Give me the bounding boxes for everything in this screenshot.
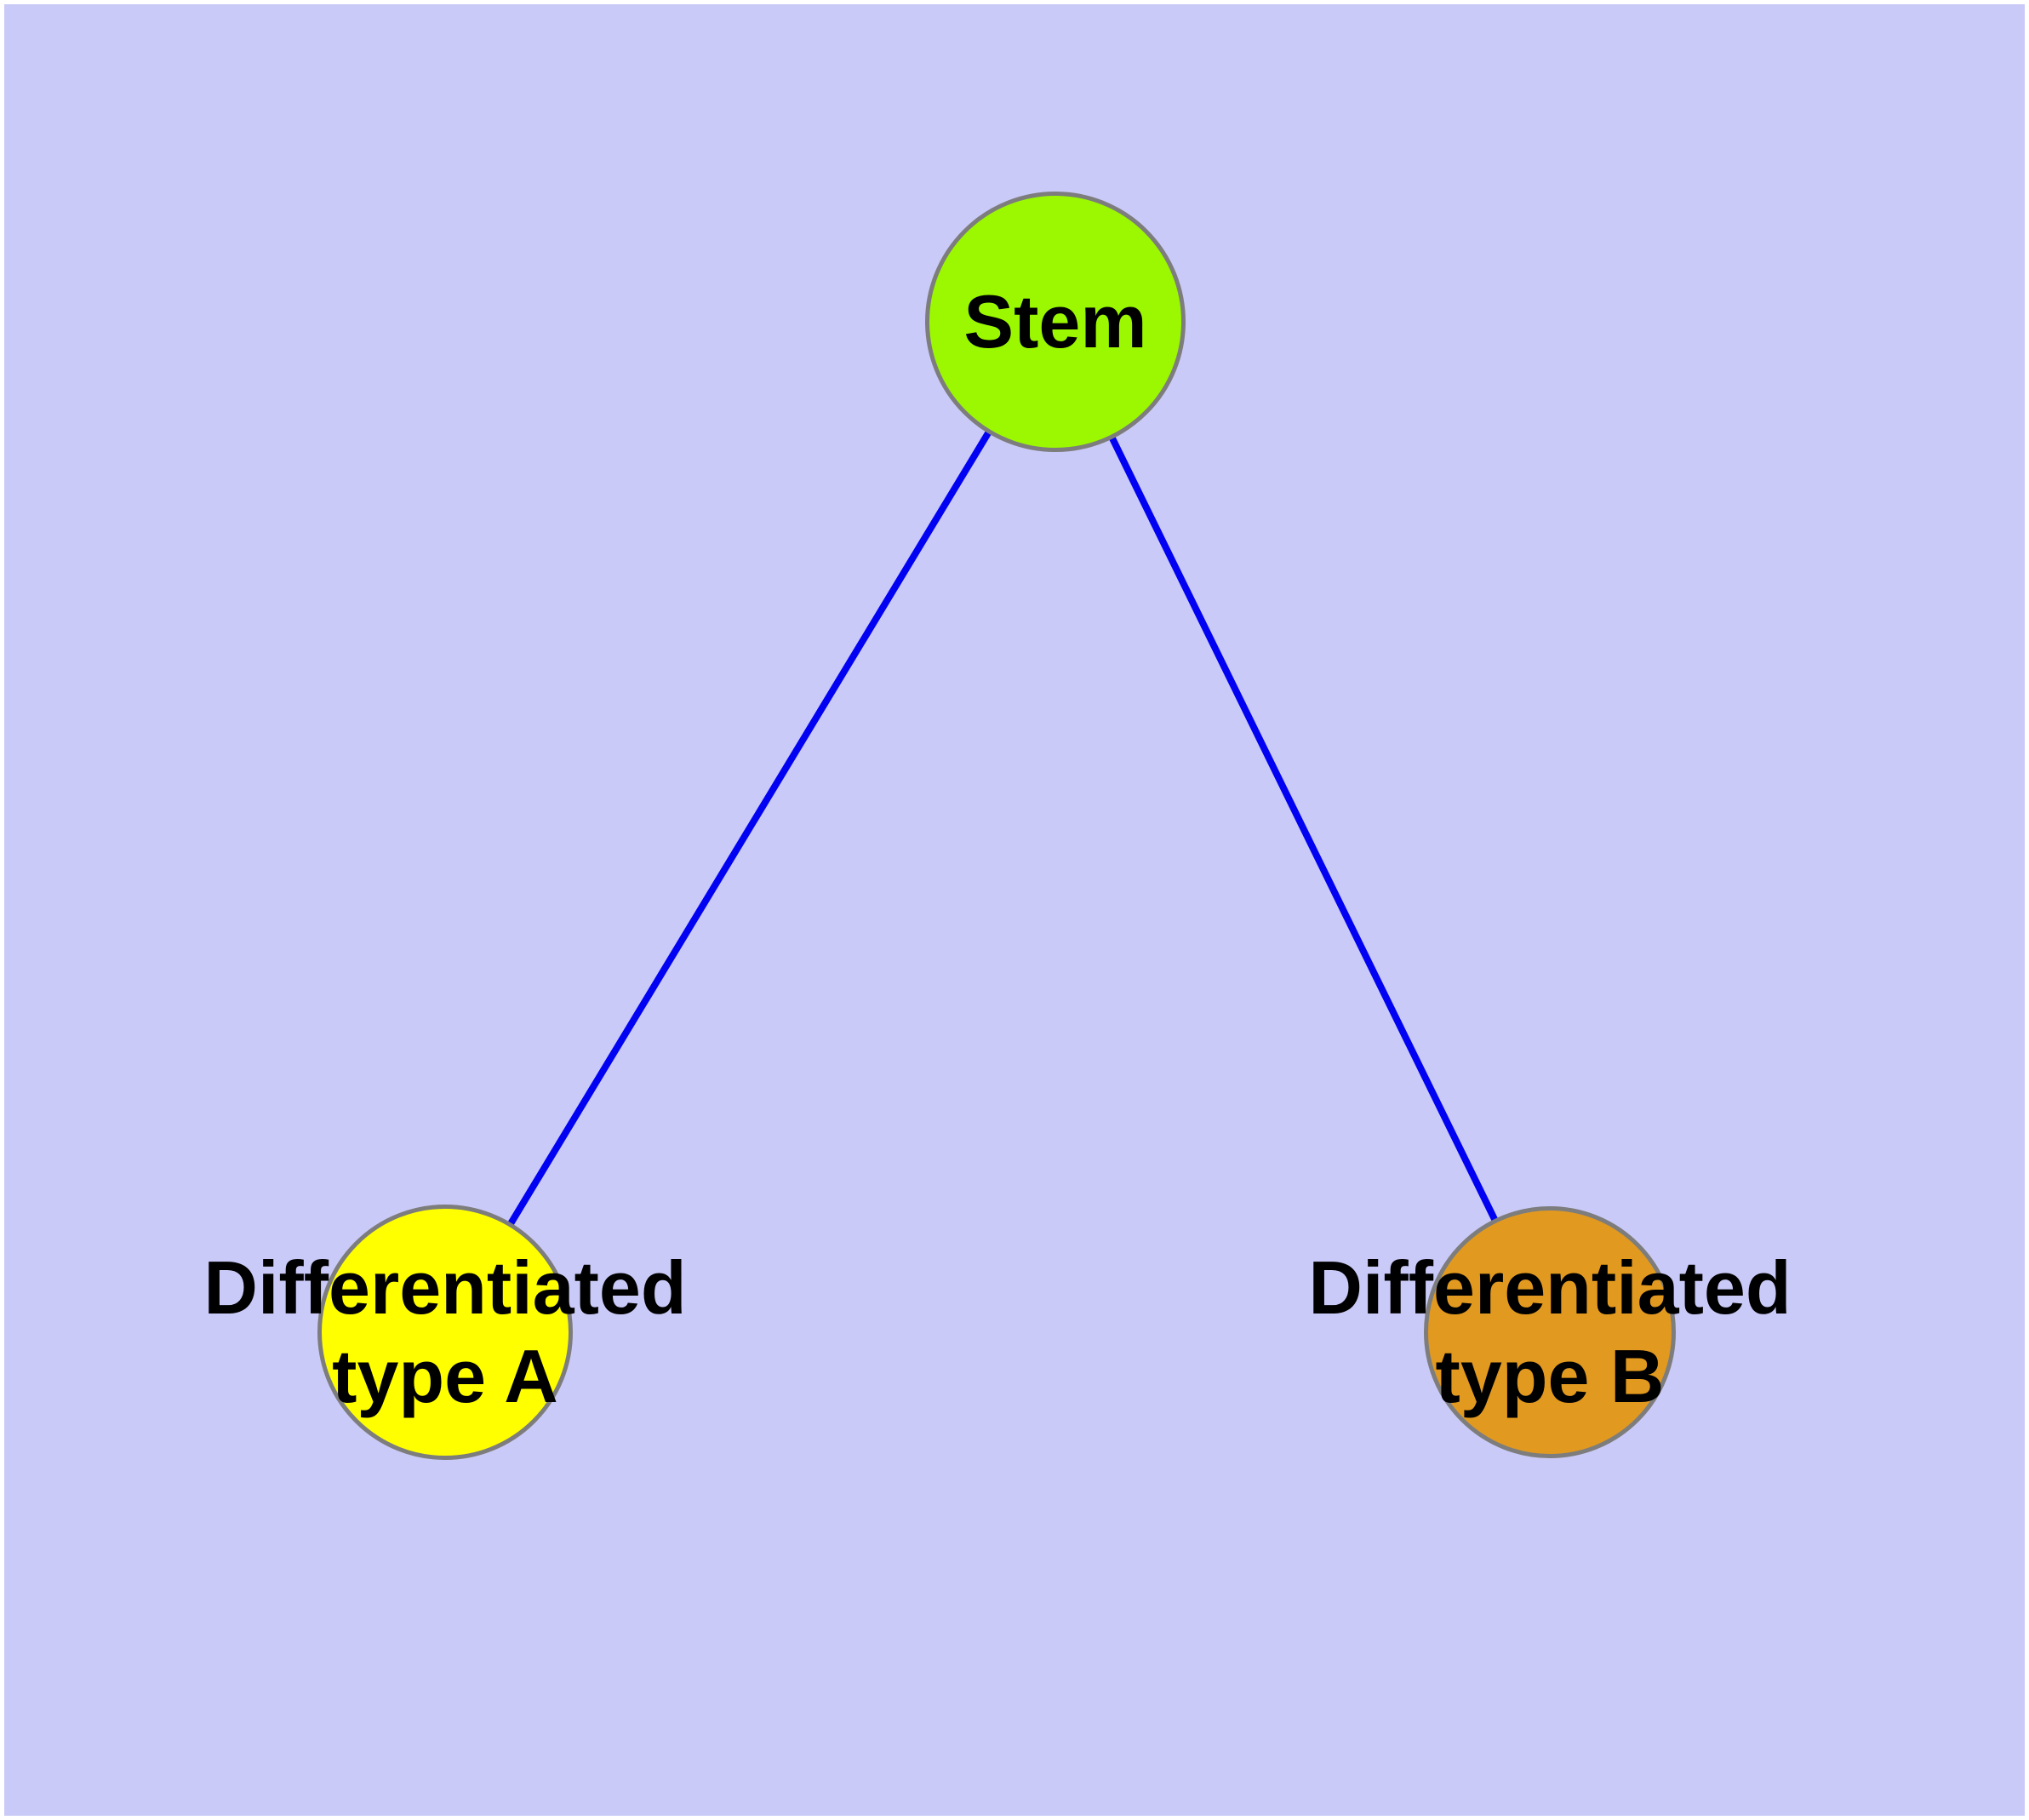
edge-stem-to-type-b (1052, 320, 1553, 1334)
differentiated-type-b-circle (1424, 1206, 1676, 1458)
stem-circle (925, 192, 1186, 452)
diagram-canvas: Stem Differentiated type A Differentiate… (4, 4, 2025, 1816)
edge-stem-to-type-a (442, 319, 1059, 1335)
differentiated-type-a-circle (317, 1205, 573, 1460)
edge-layer (442, 319, 1553, 1335)
